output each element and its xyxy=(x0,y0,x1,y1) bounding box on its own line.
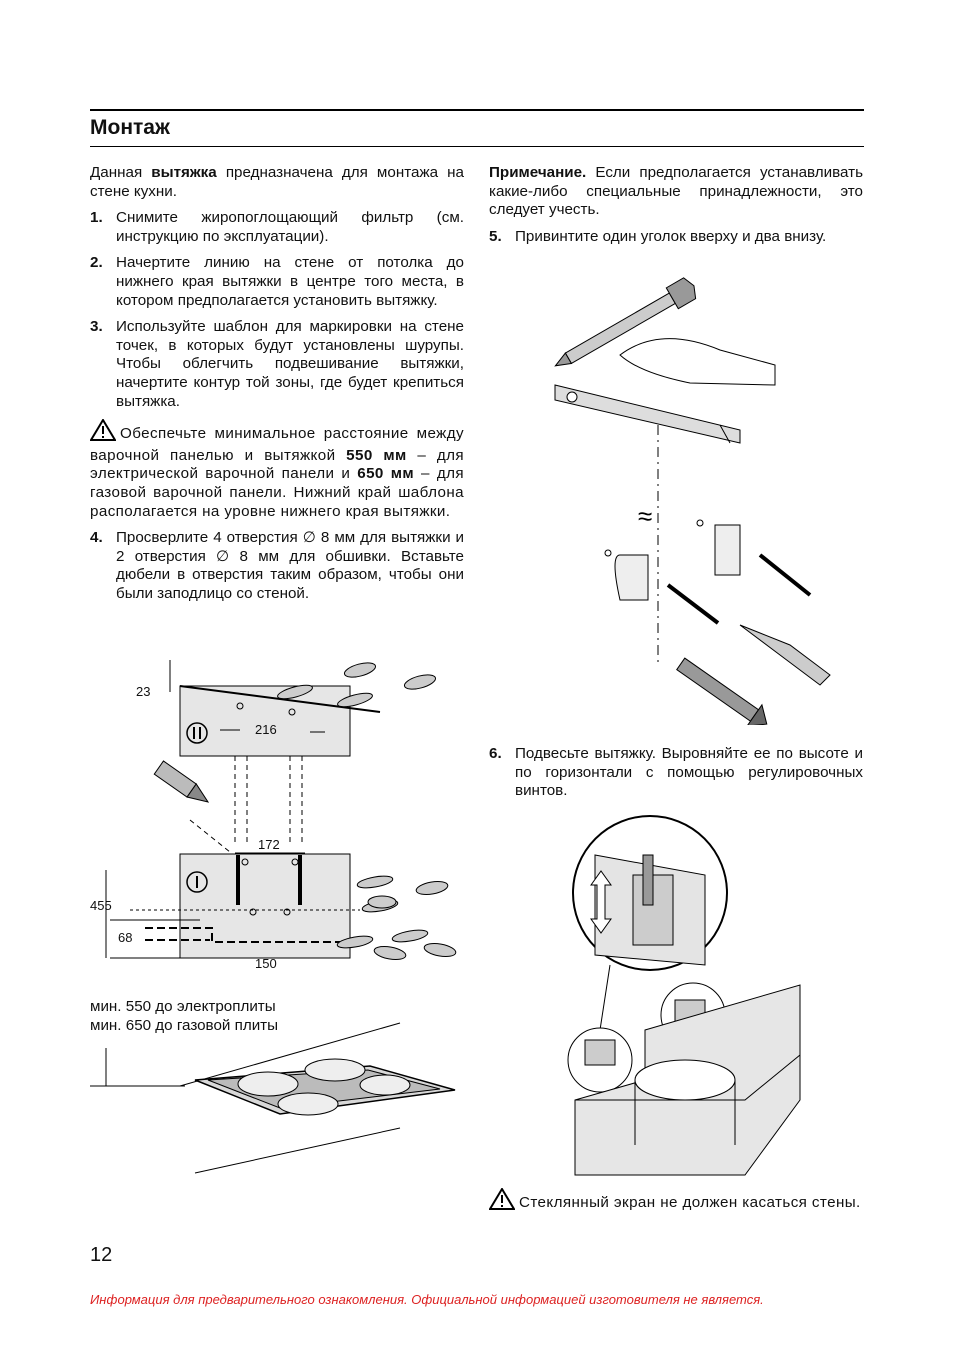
title-rule xyxy=(90,146,864,147)
step-3: 3.Используйте шаблон для маркировки на с… xyxy=(90,318,464,410)
step-5: 5.Привинтите один уголок вверху и два вн… xyxy=(489,227,827,245)
warning-triangle-icon xyxy=(89,418,117,447)
hob-distance-caption: мин. 550 до электроплиты мин. 650 до газ… xyxy=(90,998,279,1034)
right-column-lower: 6.Подвесьте вытяжку. Выровняйте ее по вы… xyxy=(489,745,863,809)
dim-216: 216 xyxy=(255,722,277,737)
dim-23: 23 xyxy=(136,684,150,699)
step-4: 4.Просверлите 4 отверстия ∅ 8 мм для выт… xyxy=(90,529,464,602)
page-number: 12 xyxy=(90,1244,113,1266)
step-6: 6.Подвесьте вытяжку. Выровняйте ее по вы… xyxy=(489,745,863,800)
dim-455: 455 xyxy=(90,898,112,913)
svg-text:≈: ≈ xyxy=(638,501,652,531)
intro-paragraph: Данная вытяжка предназначена для монтажа… xyxy=(90,164,464,200)
hob-diagram xyxy=(90,1022,456,1174)
step-1: 1.Снимите жиропоглощающий фильтр (см. ин… xyxy=(90,209,464,245)
glass-warning: Стеклянный экран не должен касаться стен… xyxy=(488,1187,863,1224)
note-paragraph: Примечание. Если предполагается устанавл… xyxy=(489,164,863,219)
hood-adjustment-diagram xyxy=(567,815,801,1176)
top-rule xyxy=(90,109,864,111)
right-column: Примечание. Если предполагается устанавл… xyxy=(489,164,863,254)
left-column: Данная вытяжка предназначена для монтажа… xyxy=(89,164,464,611)
dim-150: 150 xyxy=(255,956,277,971)
dim-172: 172 xyxy=(258,837,280,852)
dim-68: 68 xyxy=(118,930,132,945)
disclaimer-footer: Информация для предварительного ознакомл… xyxy=(90,1292,764,1307)
step-2: 2.Начертите линию на стене от потолка до… xyxy=(90,254,464,309)
warning-paragraph: Обеспечьте минимальное расстояние между … xyxy=(89,418,464,521)
page-title: Монтаж xyxy=(90,116,170,139)
warning-triangle-icon xyxy=(488,1187,516,1216)
warning-paragraph-2: Стеклянный экран не должен касаться стен… xyxy=(488,1187,863,1216)
template-diagram: 216 23 172 455 68 150 xyxy=(90,660,457,971)
bracket-mounting-diagram: ≈ xyxy=(554,277,831,725)
